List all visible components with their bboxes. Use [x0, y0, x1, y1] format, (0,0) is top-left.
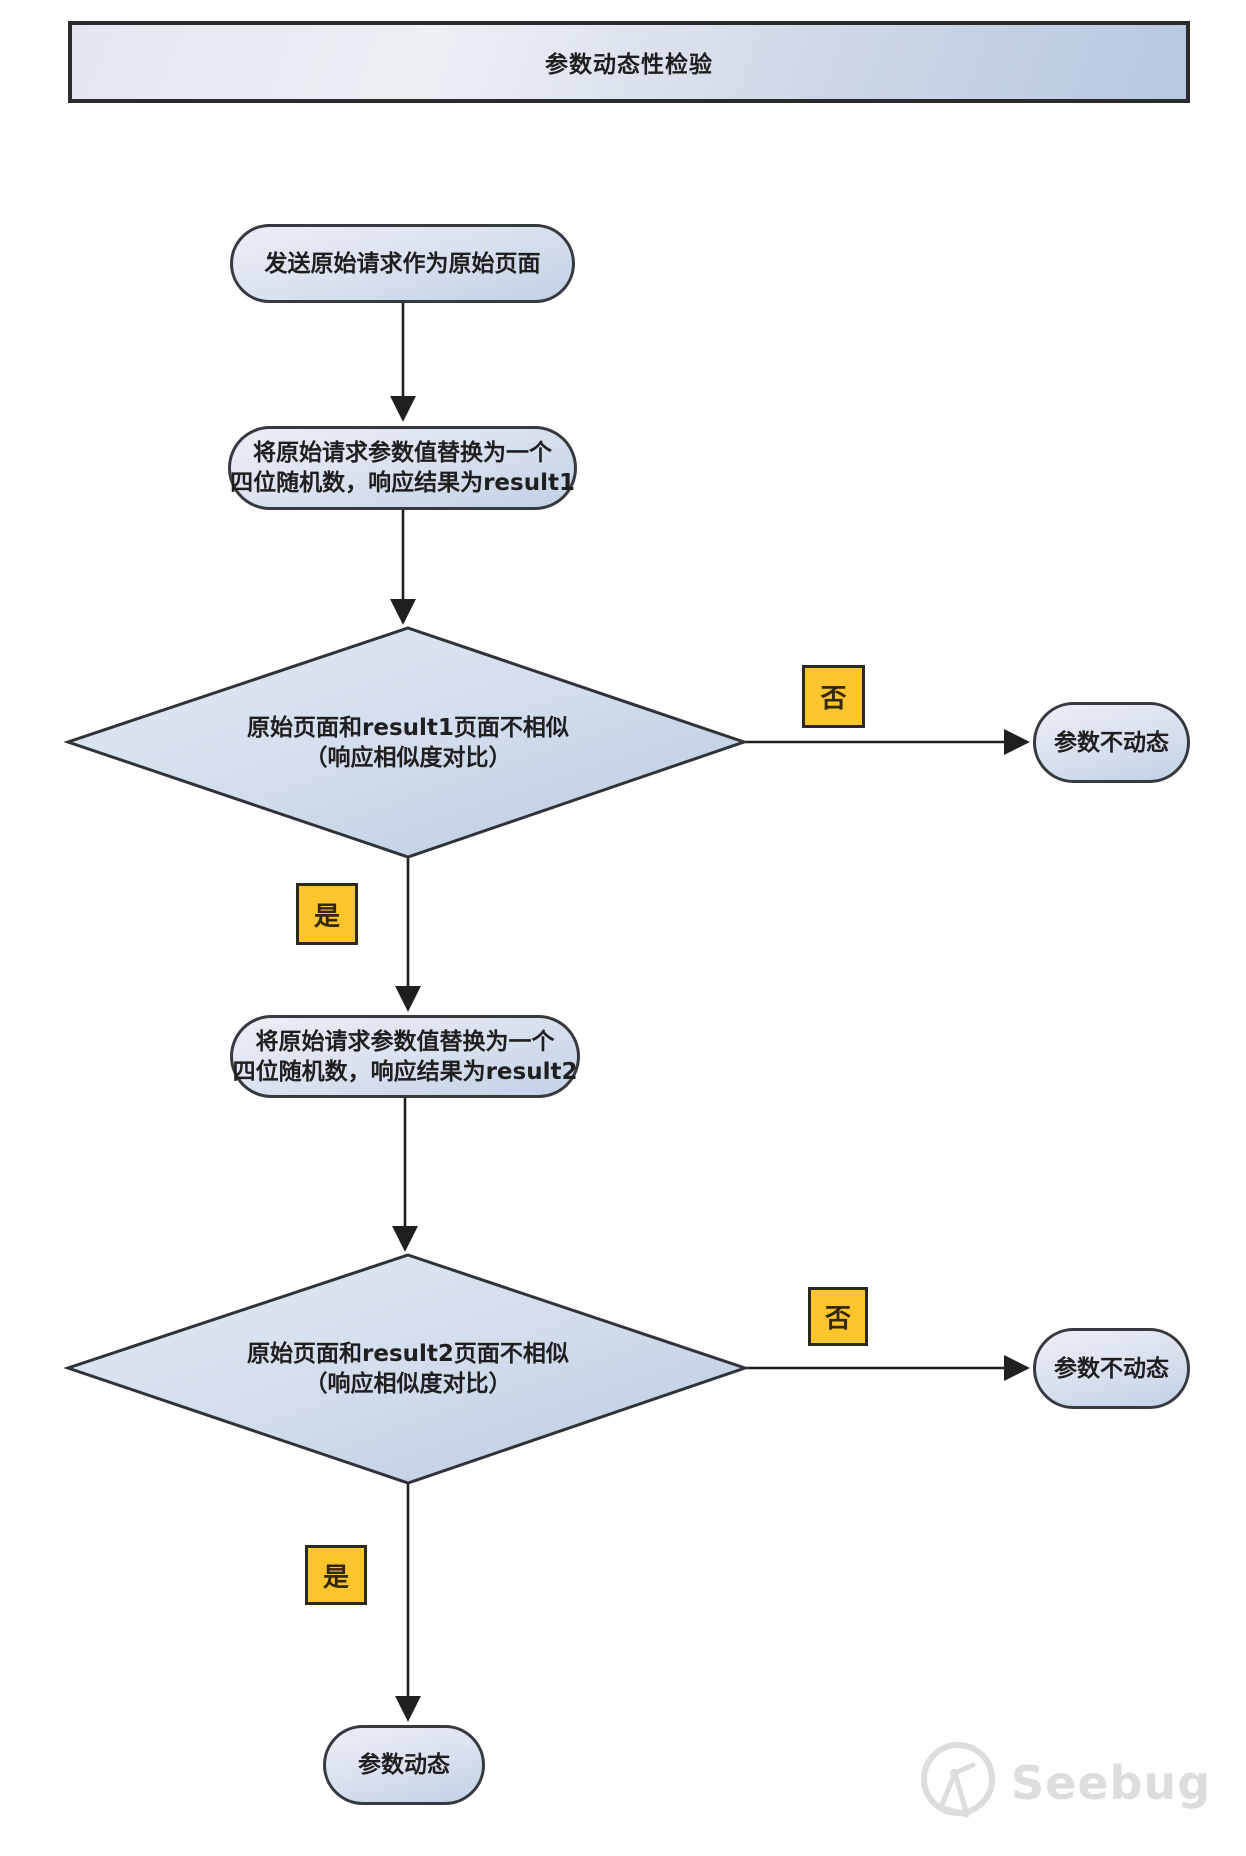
- replace-result1-node: 将原始请求参数值替换为一个 四位随机数，响应结果为result1: [228, 426, 577, 510]
- start-node: 发送原始请求作为原始页面: [230, 224, 575, 303]
- replace-result2-line2: 四位随机数，响应结果为result2: [232, 1058, 578, 1085]
- dynamic-node-label: 参数动态: [358, 1752, 450, 1778]
- edge-label-no-1-text: 否: [820, 684, 847, 714]
- edge-label-yes-2-text: 是: [322, 1562, 349, 1593]
- edge-label-yes-2: 是: [305, 1545, 367, 1605]
- edge-label-no-1: 否: [802, 665, 865, 728]
- replace-result1-line1: 将原始请求参数值替换为一个: [253, 440, 552, 466]
- dynamic-node: 参数动态: [323, 1725, 485, 1805]
- seebug-logo-icon: [921, 1741, 995, 1817]
- decision-result1-diamond: [63, 626, 749, 859]
- decision-result2-diamond: [63, 1253, 750, 1485]
- edge-label-no-2: 否: [808, 1287, 868, 1346]
- page-title: 参数动态性检验: [545, 52, 713, 78]
- seebug-watermark: Seebug: [915, 1735, 1215, 1830]
- start-node-label: 发送原始请求作为原始页面: [264, 250, 541, 277]
- replace-result2-node: 将原始请求参数值替换为一个 四位随机数，响应结果为result2: [230, 1015, 580, 1098]
- edge-label-yes-1: 是: [296, 883, 358, 945]
- replace-result2-line1: 将原始请求参数值替换为一个: [255, 1028, 555, 1055]
- edge-label-yes-1-text: 是: [313, 901, 340, 932]
- not-dynamic-node-2: 参数不动态: [1033, 1328, 1190, 1409]
- not-dynamic-node-1: 参数不动态: [1033, 702, 1190, 783]
- not-dynamic-node-1-label: 参数不动态: [1054, 729, 1169, 756]
- not-dynamic-node-2-label: 参数不动态: [1054, 1355, 1169, 1382]
- title-bar: 参数动态性检验: [68, 21, 1190, 103]
- seebug-watermark-text: Seebug: [1011, 1755, 1212, 1810]
- edge-label-no-2-text: 否: [824, 1304, 851, 1334]
- replace-result1-line2: 四位随机数，响应结果为result1: [230, 470, 575, 496]
